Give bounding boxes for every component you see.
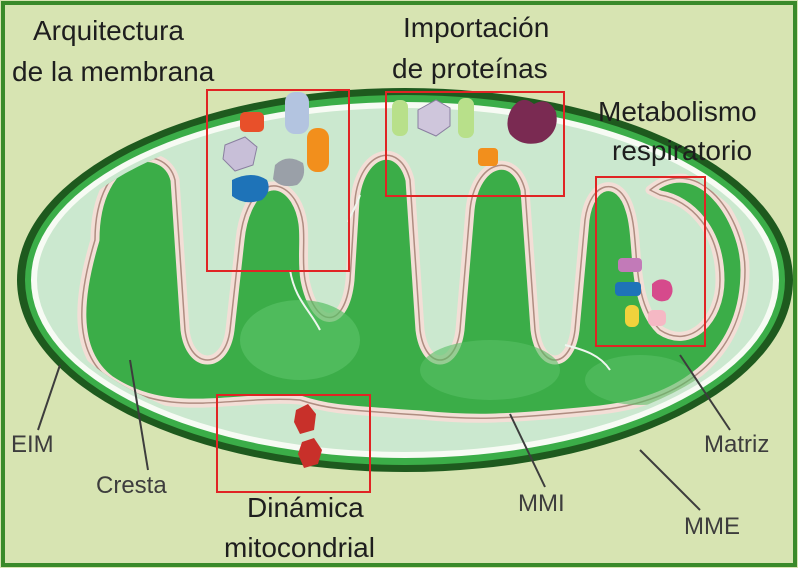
enzyme-icon [652,279,673,301]
enzyme-icon [618,258,642,272]
transporter-icon [392,100,408,136]
protein-complex-icon [285,92,309,134]
transporter-icon [307,128,329,172]
cresta-label: Cresta [96,472,167,500]
architecture-title-line2: de la membrana [12,56,214,88]
import-title-line2: de proteínas [392,53,548,85]
enzyme-icon [648,310,666,326]
lipid-protein-icon [240,112,264,132]
transporter-icon [478,148,498,166]
metabolism-title-line2: respiratorio [612,135,752,167]
metabolism-title-line1: Metabolismo [598,96,757,128]
mme-leader [640,450,700,510]
eim-label: EIM [11,431,54,459]
matriz-label: Matriz [704,431,769,459]
dynamics-title-line1: Dinámica [247,492,364,524]
mme-label: MME [684,513,740,541]
eim-leader [38,365,60,430]
dynamics-title-line2: mitocondrial [224,532,375,564]
transporter-icon [458,98,474,138]
enzyme-icon [625,305,639,327]
mmi-label: MMI [518,490,565,518]
enzyme-icon [615,282,641,296]
import-title-line1: Importación [403,12,549,44]
architecture-title-line1: Arquitectura [33,15,184,47]
enzyme-icon [232,175,269,202]
